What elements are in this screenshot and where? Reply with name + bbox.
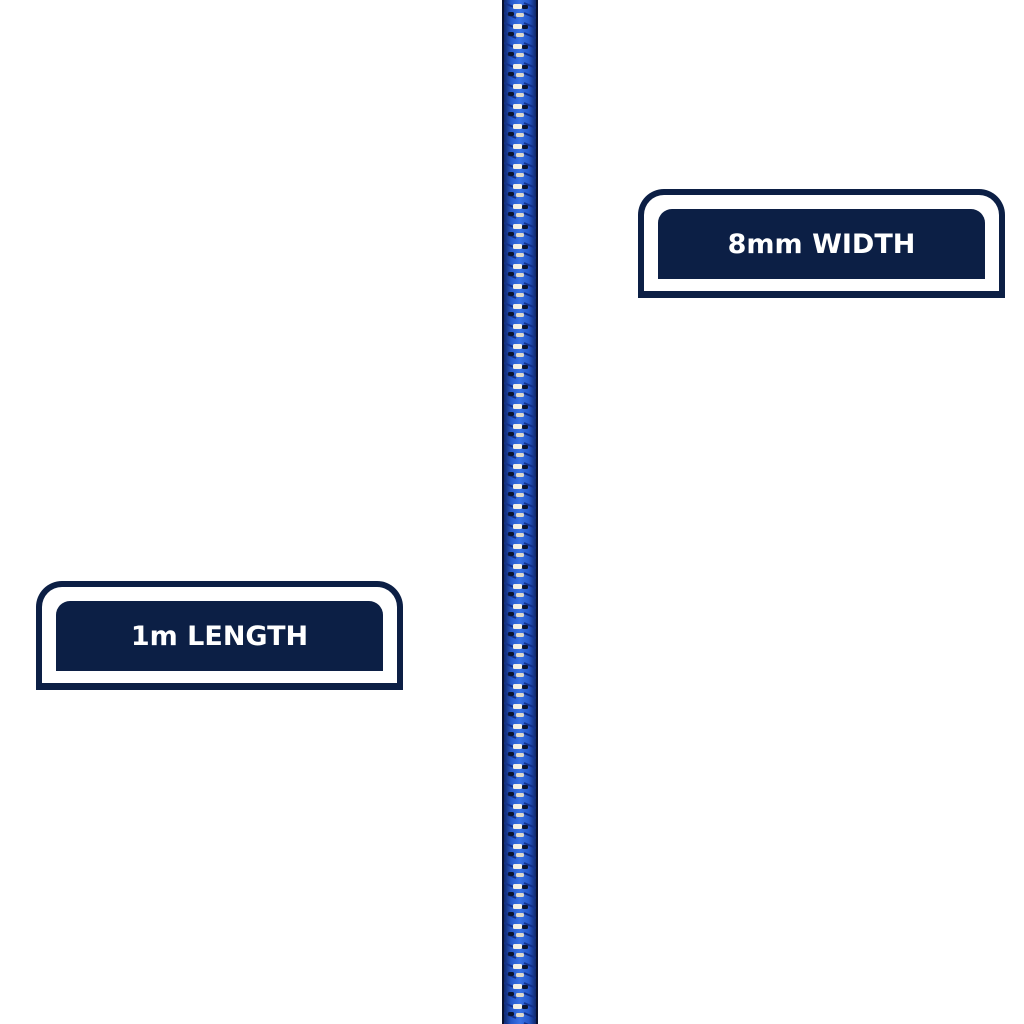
length-badge-panel: 1m LENGTH <box>56 601 383 671</box>
length-badge: 1m LENGTH <box>36 581 403 690</box>
width-badge: 8mm WIDTH <box>638 189 1005 298</box>
width-badge-panel: 8mm WIDTH <box>658 209 985 279</box>
length-label: 1m LENGTH <box>130 620 309 652</box>
width-label: 8mm WIDTH <box>727 228 916 260</box>
elastic-cord-image <box>502 0 538 1024</box>
